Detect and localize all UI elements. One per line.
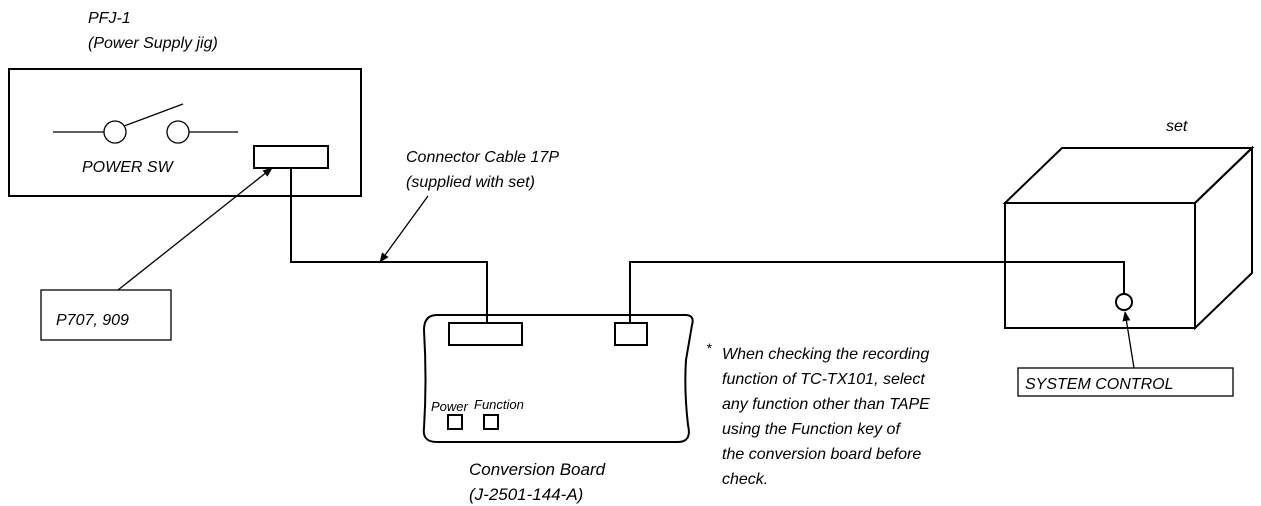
function-key: [483, 414, 499, 430]
connector-cable-17p: [290, 168, 488, 323]
connector-callout-arrow: [117, 167, 273, 291]
power-supply-jig-box: [8, 68, 362, 197]
system-control-box: [1017, 367, 1234, 397]
note-line-1: When checking the recording: [722, 346, 929, 363]
conversion-board: [422, 314, 694, 443]
cable-label-line1: Connector Cable 17P: [406, 149, 559, 166]
jig-name: PFJ-1: [88, 10, 131, 27]
system-control-arrow: [1122, 311, 1135, 369]
system-control-cable: [629, 261, 1125, 323]
power-key: [447, 414, 463, 430]
board-part-number: (J-2501-144-A): [469, 485, 583, 504]
power-switch-label: POWER SW: [82, 159, 175, 176]
board-function-label: Function: [474, 397, 524, 412]
note-marker: *: [706, 340, 712, 356]
connector-callout-label: P707, 909: [56, 312, 129, 329]
board-name: Conversion Board: [469, 460, 606, 479]
system-control-label: SYSTEM CONTROL: [1025, 376, 1173, 393]
jig-connector: [253, 145, 329, 169]
set-unit: [1002, 145, 1255, 331]
note-line-5: the conversion board before: [722, 446, 921, 463]
system-control-jack: [1115, 293, 1133, 311]
board-connector-17p: [448, 322, 523, 346]
connector-callout-box: [40, 289, 172, 341]
jig-description: (Power Supply jig): [88, 35, 218, 52]
cable-label-line2: (supplied with set): [406, 174, 535, 191]
note-line-2: function of TC-TX101, select: [722, 371, 925, 388]
board-power-label: Power: [431, 399, 469, 414]
note-line-4: using the Function key of: [722, 421, 901, 438]
note-line-6: check.: [722, 471, 768, 488]
cable-callout-arrow: [379, 195, 429, 263]
note-line-3: any function other than TAPE: [722, 396, 930, 413]
power-switch-symbol: [53, 103, 238, 144]
board-connector-system: [614, 322, 648, 346]
set-label: set: [1166, 118, 1188, 135]
